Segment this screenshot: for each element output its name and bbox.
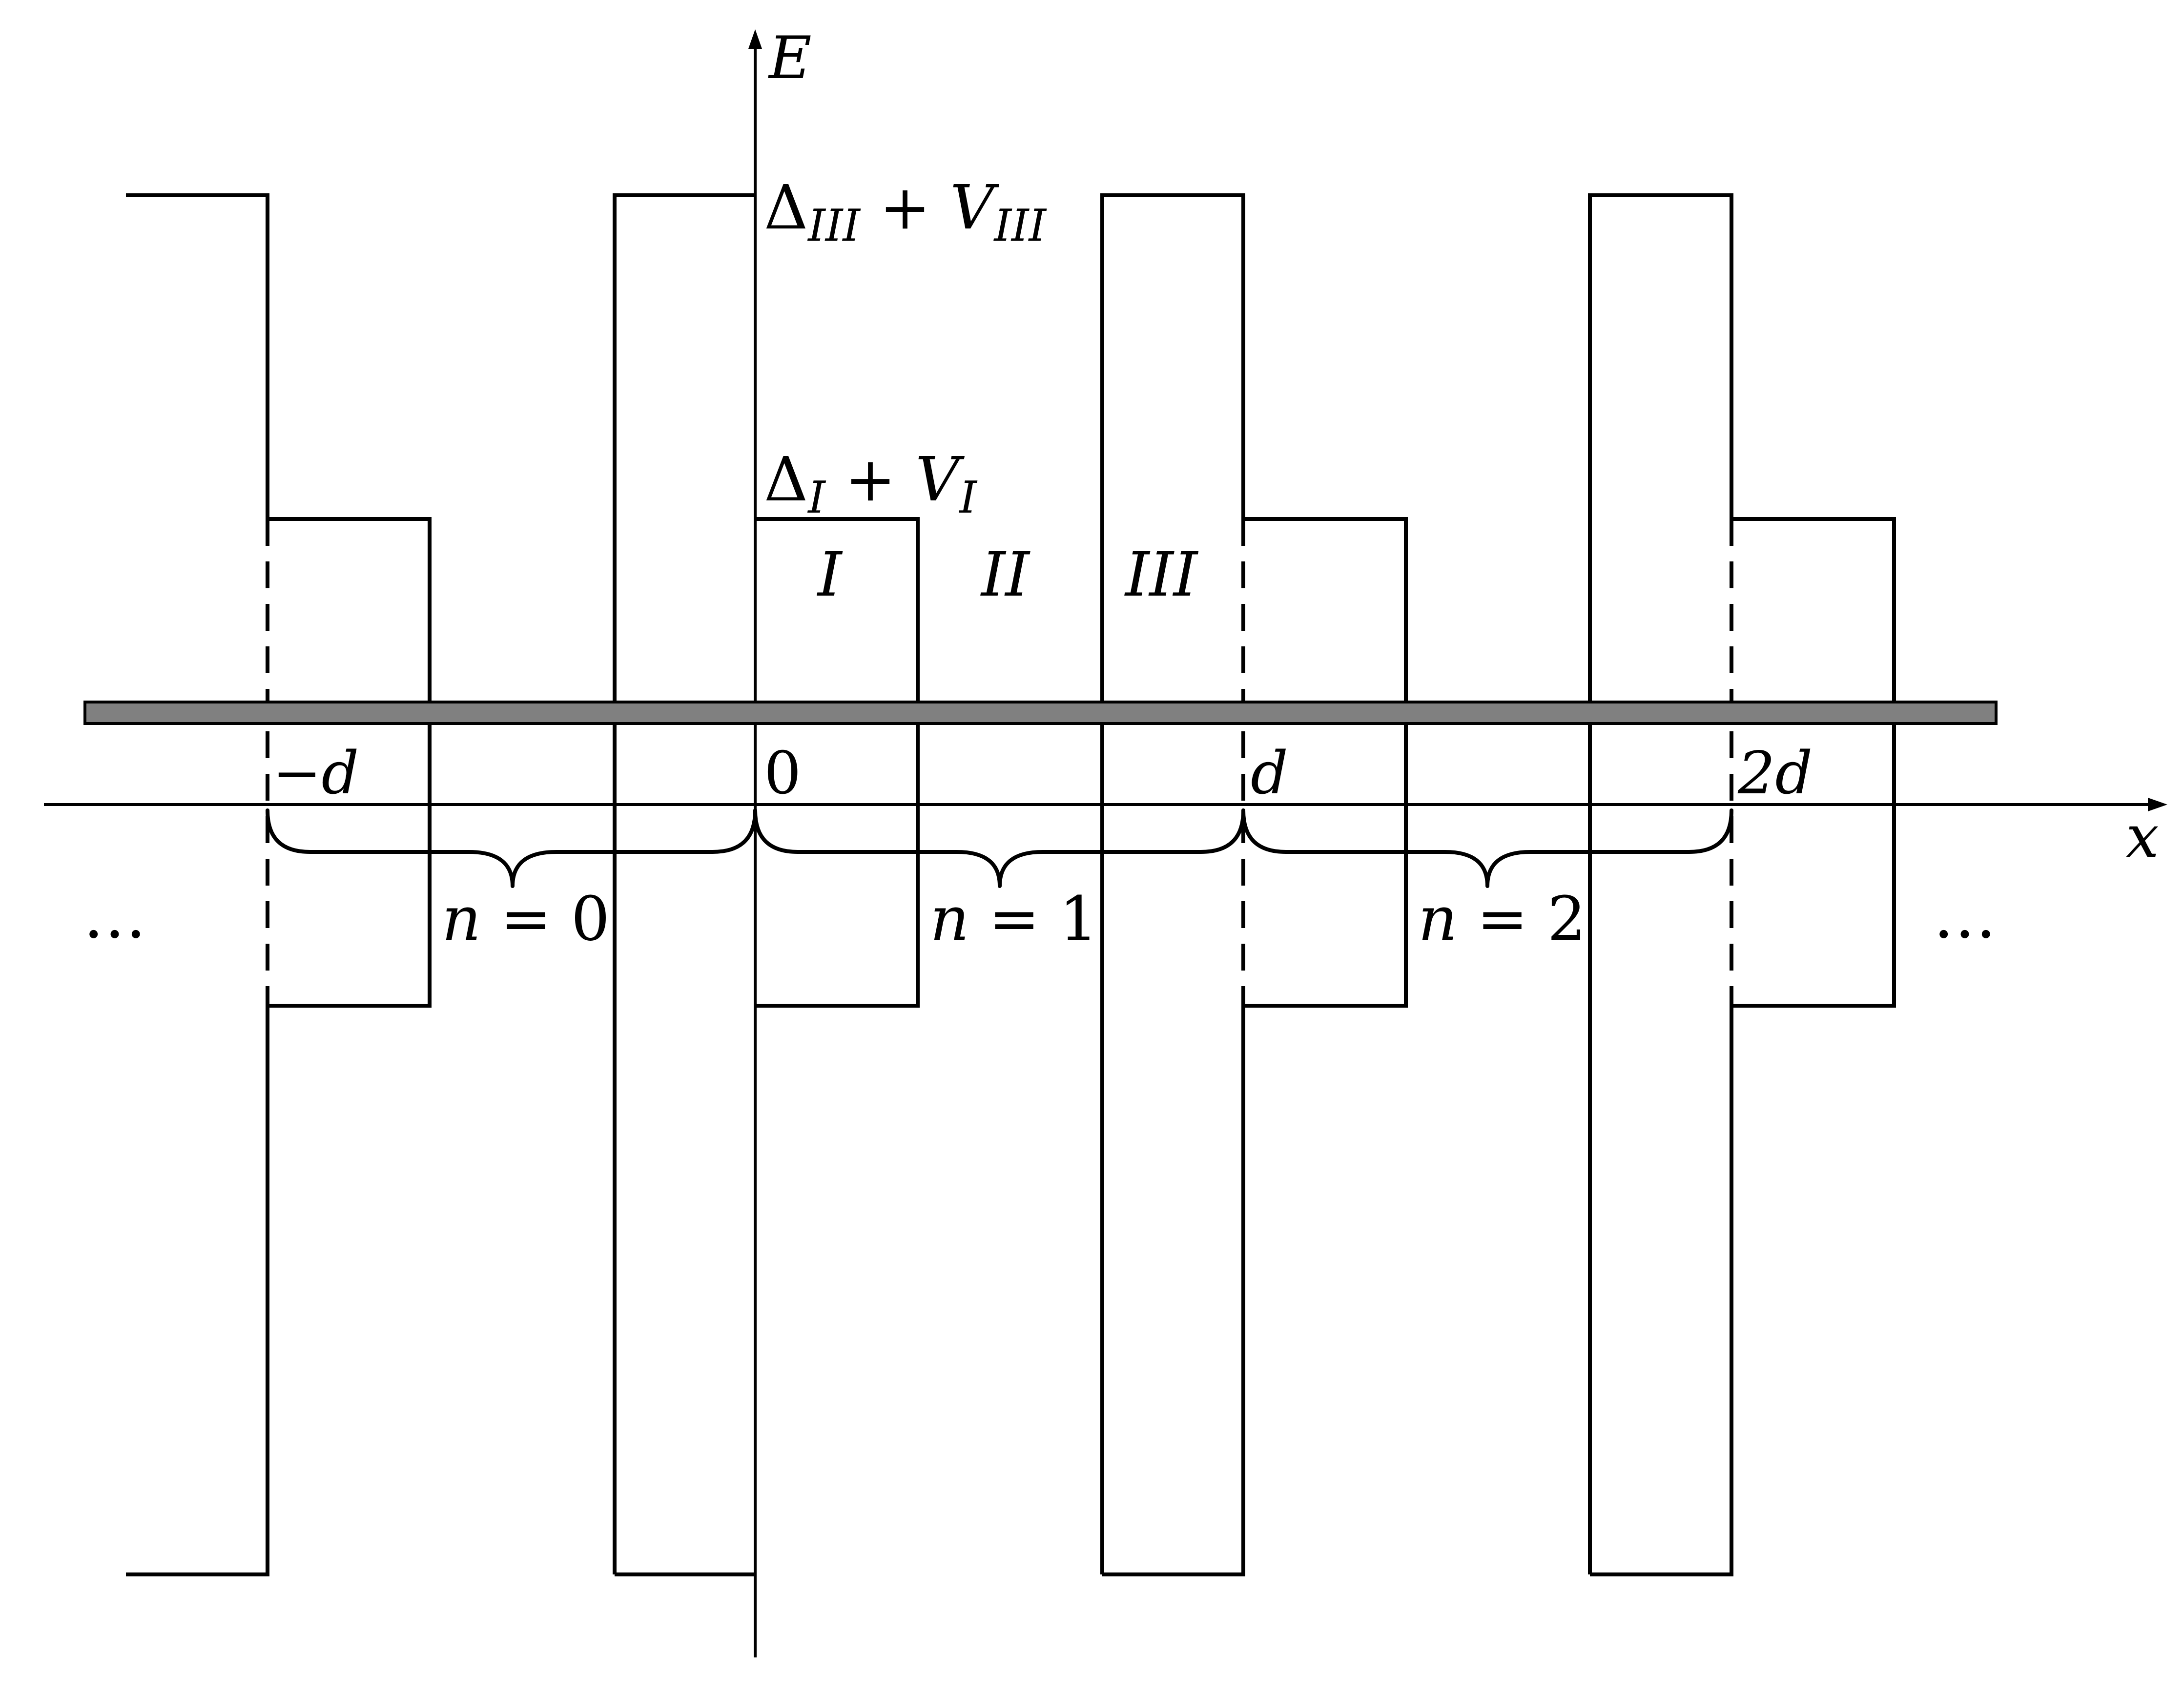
x-axis-label: x (2126, 803, 2159, 871)
x-tick-zero: 0 (764, 740, 801, 807)
brace-n1 (753, 808, 1245, 888)
cell-label-n2: n = 2 (1418, 884, 1586, 954)
cell-label-n0: n = 0 (442, 884, 610, 954)
x-tick-2d: 2d (1737, 740, 1813, 807)
x-axis (44, 798, 2167, 811)
e-axis-label: E (768, 24, 812, 92)
cell-well-n1 (755, 517, 920, 1008)
upper-level-label: ΔIII + VIII (764, 172, 1047, 251)
region-label-iii: III (1124, 539, 1199, 610)
region-label-ii: II (980, 539, 1030, 610)
x-tick-minus-d: −d (272, 740, 359, 807)
ellipsis-right: … (1933, 878, 1997, 952)
brace-n0 (266, 808, 757, 888)
cell-barrier-n2 (1588, 193, 1896, 1576)
lower-level-label: ΔI + VI (764, 444, 977, 523)
x-tick-d: d (1251, 740, 1288, 807)
cell-barrier-n0 (613, 193, 755, 1574)
e-axis (748, 29, 762, 1657)
cell-barrier-n1 (1100, 193, 1408, 1576)
brace-n2 (1241, 808, 1733, 888)
cell-label-n1: n = 1 (930, 884, 1098, 954)
region-label-i: I (817, 539, 843, 610)
energy-band-bar (83, 701, 1998, 725)
upper-band-edge (126, 193, 432, 1576)
ellipsis-left: … (83, 878, 146, 952)
